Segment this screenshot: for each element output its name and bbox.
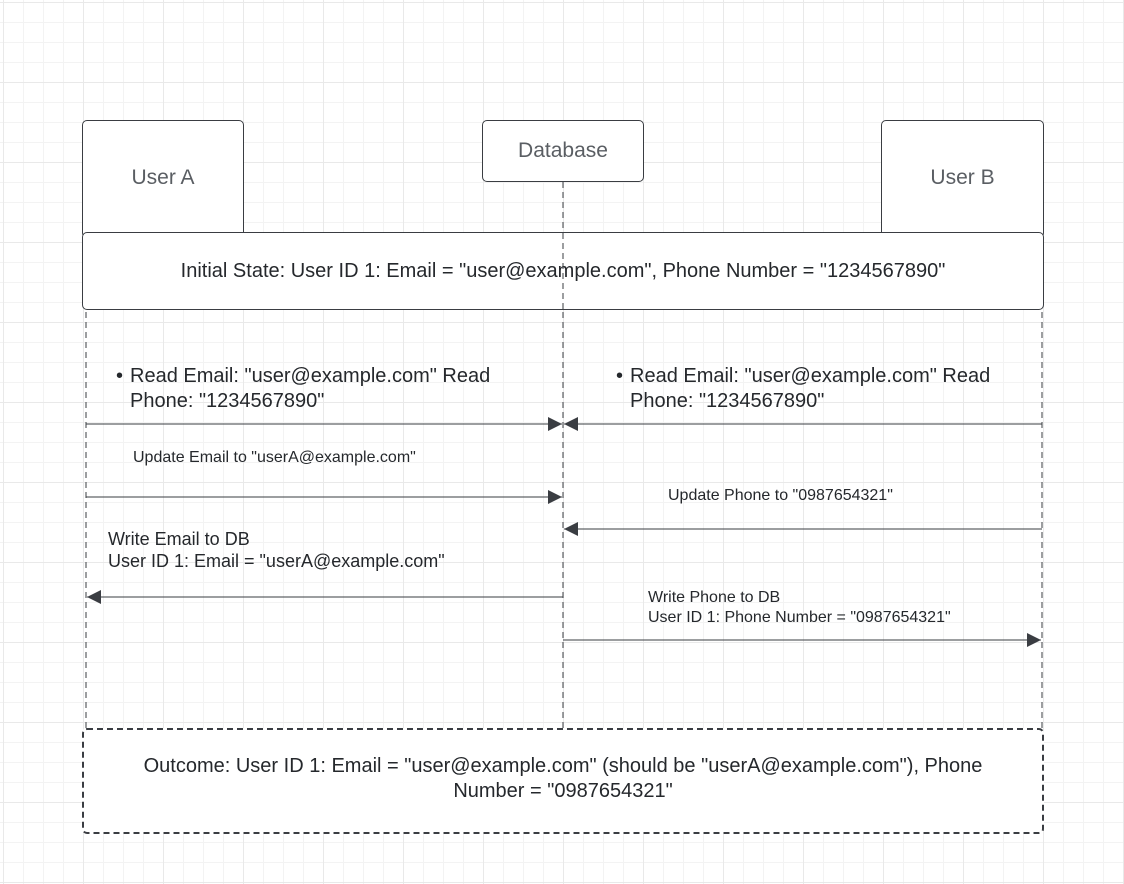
bullet-icon: •: [616, 365, 624, 387]
participant-user-b-label: User B: [930, 166, 995, 189]
participant-user-a[interactable]: User A: [82, 120, 244, 238]
user-a-write-message: Write Email to DB User ID 1: Email = "us…: [108, 528, 445, 572]
outcome-box[interactable]: Outcome: User ID 1: Email = "user@exampl…: [82, 728, 1044, 834]
user-b-read-message: • Read Email: "user@example.com" Read Ph…: [616, 364, 991, 414]
outcome-text: Outcome: User ID 1: Email = "user@exampl…: [143, 755, 983, 802]
user-a-update-message: Update Email to "userA@example.com": [133, 449, 416, 466]
user-a-read-line2: Phone: "1234567890": [130, 390, 325, 412]
user-b-update-message: Update Phone to "0987654321": [668, 487, 893, 504]
initial-state-box[interactable]: Initial State: User ID 1: Email = "user@…: [82, 232, 1044, 310]
bullet-icon: •: [116, 365, 124, 387]
user-a-write-line1: Write Email to DB: [108, 529, 250, 549]
user-b-read-line2: Phone: "1234567890": [630, 390, 825, 412]
user-b-write-line1: Write Phone to DB: [648, 589, 781, 606]
user-a-read-line1: Read Email: "user@example.com" Read: [130, 365, 491, 387]
user-a-write-line2: User ID 1: Email = "userA@example.com": [108, 551, 445, 571]
user-b-write-message: Write Phone to DB User ID 1: Phone Numbe…: [648, 588, 951, 628]
user-a-read-message: • Read Email: "user@example.com" Read Ph…: [116, 364, 491, 414]
participant-user-b[interactable]: User B: [881, 120, 1044, 238]
user-b-read-line1: Read Email: "user@example.com" Read: [630, 365, 991, 387]
participant-user-a-label: User A: [131, 166, 195, 189]
participant-database[interactable]: Database: [482, 120, 644, 182]
participant-database-label: Database: [518, 139, 608, 162]
user-b-write-line2: User ID 1: Phone Number = "0987654321": [648, 609, 951, 626]
initial-state-text: Initial State: User ID 1: Email = "user@…: [180, 259, 946, 282]
